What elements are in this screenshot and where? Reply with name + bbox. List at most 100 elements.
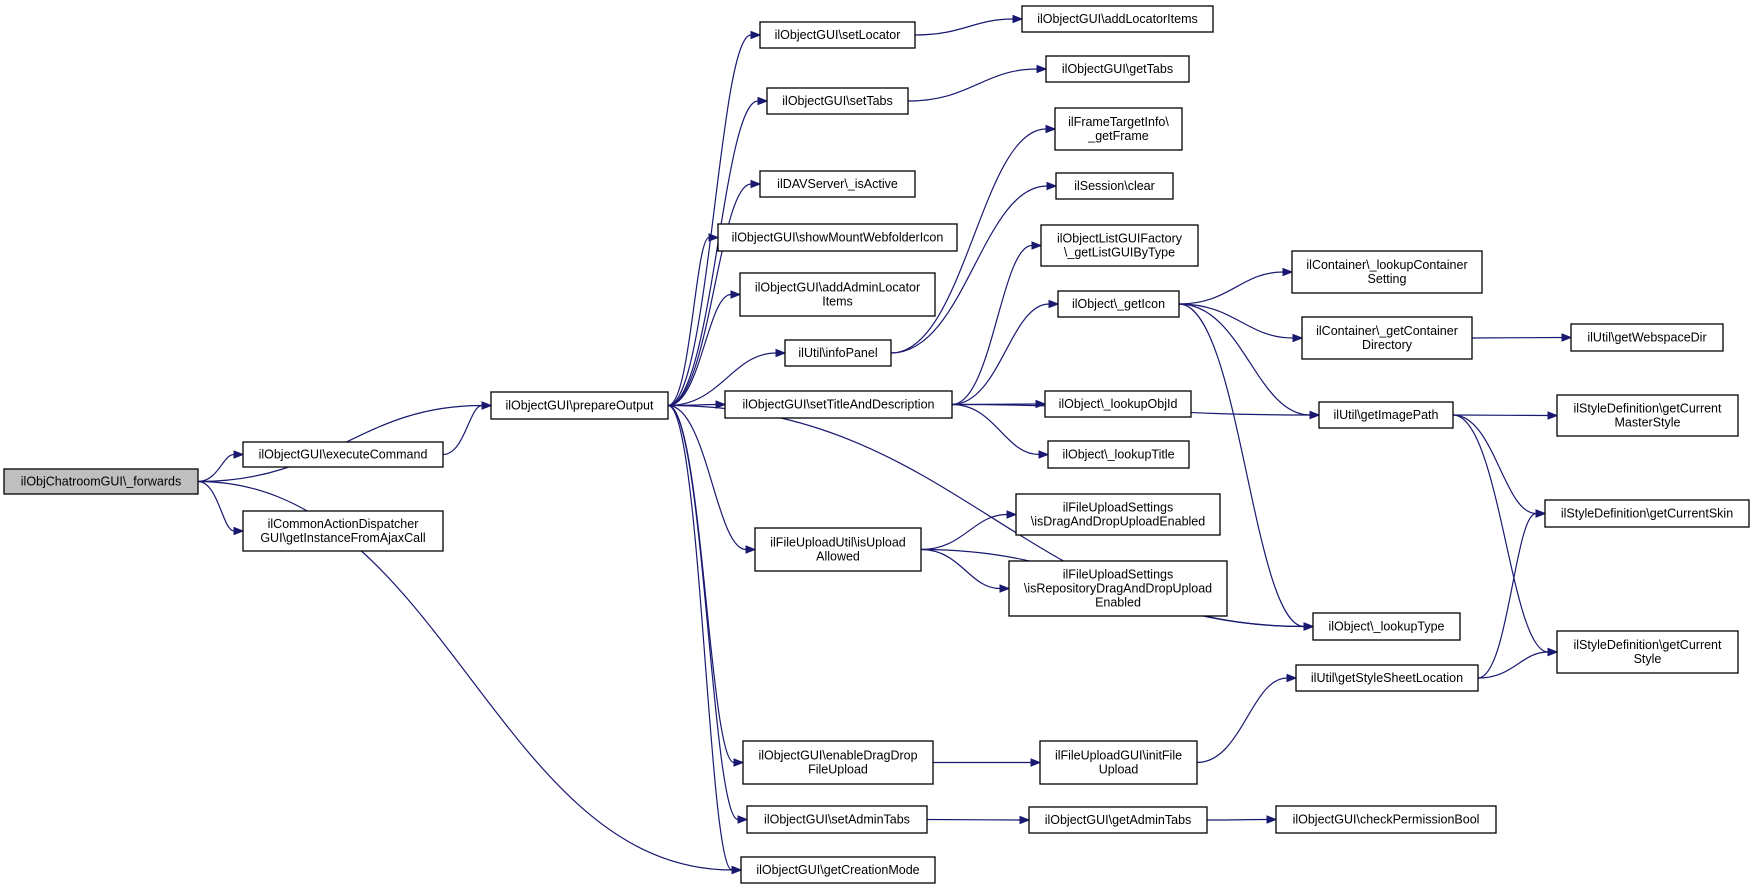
edge-line — [920, 513, 1008, 551]
edge-arrowhead — [1547, 647, 1559, 657]
node-get-creation-mode[interactable]: ilObjectGUI\getCreationMode — [740, 856, 936, 884]
edge-setTitleDesc-to-lookupTitle — [951, 403, 1050, 459]
node-info-panel[interactable]: ilUtil\infoPanel — [784, 339, 892, 367]
node-label: ilObject\_lookupTitle — [1062, 448, 1174, 462]
node-label: ilObject\_getIcon — [1072, 297, 1165, 311]
node-set-locator[interactable]: ilObjectGUI\setLocator — [759, 21, 916, 49]
node-drag-drop-enabled[interactable]: ilFileUploadSettings\isDragAndDropUpload… — [1015, 493, 1221, 536]
edge-line — [1196, 677, 1288, 764]
edge-arrowhead — [1019, 815, 1031, 825]
edge-arrowhead — [1309, 410, 1321, 420]
edge-isUploadAllowed-to-dragDropEnabled — [920, 510, 1018, 551]
edge-getImagePath-to-masterStyle — [1452, 411, 1559, 420]
edge-arrowhead — [1292, 333, 1304, 343]
node-get-frame[interactable]: ilFrameTargetInfo\_getFrame — [1054, 107, 1183, 151]
node-repo-drag-drop[interactable]: ilFileUploadSettings\isRepositoryDragAnd… — [1008, 560, 1228, 617]
node-label: ilStyleDefinition\getCurrentSkin — [1561, 507, 1733, 521]
node-label: \_getListGUIByType — [1064, 246, 1175, 260]
edge-line — [667, 236, 710, 407]
edge-getStyleSheet-to-currentSkin — [1477, 509, 1547, 679]
edge-line — [197, 480, 235, 532]
node-box — [784, 339, 892, 367]
node-get-admin-tabs[interactable]: ilObjectGUI\getAdminTabs — [1028, 806, 1208, 834]
node-label: ilObjectGUI\executeCommand — [259, 448, 428, 462]
node-box — [1275, 805, 1497, 834]
edge-getContainerDir-to-getWebspaceDir — [1471, 333, 1573, 342]
edge-arrowhead — [757, 96, 769, 106]
node-get-webspace-dir[interactable]: ilUtil\getWebspaceDir — [1570, 323, 1724, 352]
node-common-action[interactable]: ilCommonActionDispatcherGUI\getInstanceF… — [242, 510, 444, 552]
node-label: Style — [1634, 652, 1662, 666]
node-get-image-path[interactable]: ilUtil\getImagePath — [1318, 401, 1454, 429]
node-label: MasterStyle — [1615, 416, 1681, 430]
node-box — [1556, 630, 1739, 674]
edge-prepareOutput-to-setLocator — [667, 30, 762, 407]
node-box — [1312, 612, 1461, 641]
node-dav-is-active[interactable]: ilDAVServer\_isActive — [759, 170, 916, 198]
node-lookup-type[interactable]: ilObject\_lookupType — [1312, 612, 1461, 641]
edge-line — [1178, 303, 1305, 628]
edge-setAdminTabs-to-getAdminTabs — [926, 815, 1031, 825]
edge-setLocator-to-addLocatorItems — [914, 14, 1024, 36]
node-set-title-desc[interactable]: ilObjectGUI\setTitleAndDescription — [724, 390, 953, 419]
edge-initFileUpload-to-getStyleSheet — [1196, 673, 1298, 764]
edge-arrowhead — [233, 450, 245, 459]
edge-prepareOutput-to-infoPanel — [667, 348, 787, 407]
edge-arrowhead — [750, 30, 762, 40]
node-session-clear[interactable]: ilSession\clear — [1055, 172, 1174, 200]
node-current-skin[interactable]: ilStyleDefinition\getCurrentSkin — [1544, 499, 1750, 528]
edge-arrowhead — [1036, 64, 1048, 74]
node-show-mount[interactable]: ilObjectGUI\showMountWebfolderIcon — [717, 223, 958, 252]
edge-prepareOutput-to-setAdminTabs — [667, 404, 749, 824]
edge-line — [951, 303, 1050, 406]
edge-arrowhead — [1030, 758, 1042, 767]
edge-line — [1178, 303, 1311, 416]
edge-line — [667, 100, 759, 407]
node-label: ilObjChatroomGUI\_forwards — [21, 475, 181, 489]
edge-line — [1452, 414, 1549, 417]
node-get-tabs[interactable]: ilObjectGUI\getTabs — [1045, 55, 1190, 83]
edge-line — [1452, 414, 1537, 515]
node-lookup-obj-id[interactable]: ilObject\_lookupObjId — [1044, 390, 1192, 418]
edge-line — [890, 128, 1047, 354]
node-box — [1021, 5, 1214, 33]
node-box — [1045, 55, 1190, 83]
node-label: ilObjectGUI\getAdminTabs — [1045, 813, 1192, 827]
edge-arrowhead — [708, 233, 720, 242]
node-box — [1570, 323, 1724, 352]
edge-prepareOutput-to-addAdminLocator — [667, 290, 742, 407]
node-label: Enabled — [1095, 596, 1141, 610]
node-box — [1047, 440, 1190, 469]
edge-arrowhead — [1266, 815, 1278, 824]
node-box — [1057, 290, 1180, 318]
node-add-locator-items[interactable]: ilObjectGUI\addLocatorItems — [1021, 5, 1214, 33]
node-prepare-output[interactable]: ilObjectGUI\prepareOutput — [490, 391, 669, 420]
node-label: ilStyleDefinition\getCurrent — [1574, 638, 1723, 652]
node-execute-command[interactable]: ilObjectGUI\executeCommand — [242, 441, 444, 468]
node-root[interactable]: ilObjChatroomGUI\_forwards — [3, 468, 199, 495]
node-get-style-sheet[interactable]: ilUtil\getStyleSheetLocation — [1295, 664, 1479, 692]
node-label: ilObjectListGUIFactory — [1057, 232, 1183, 246]
edge-getImagePath-to-currentSkin — [1452, 414, 1547, 518]
node-box — [1028, 806, 1208, 834]
node-check-perm-bool[interactable]: ilObjectGUI\checkPermissionBool — [1275, 805, 1497, 834]
node-set-tabs[interactable]: ilObjectGUI\setTabs — [766, 87, 909, 115]
node-set-admin-tabs[interactable]: ilObjectGUI\setAdminTabs — [746, 805, 928, 834]
node-list-g-u-i-factory[interactable]: ilObjectListGUIFactory\_getListGUIByType — [1040, 224, 1199, 267]
node-lookup-title[interactable]: ilObject\_lookupTitle — [1047, 440, 1190, 469]
node-box — [742, 740, 934, 785]
edge-line — [197, 453, 235, 483]
node-get-icon[interactable]: ilObject\_getIcon — [1057, 290, 1180, 318]
node-box — [766, 87, 909, 115]
node-label: ilFrameTargetInfo\ — [1068, 115, 1169, 129]
node-label: Allowed — [816, 550, 860, 564]
edge-line — [1477, 512, 1537, 679]
